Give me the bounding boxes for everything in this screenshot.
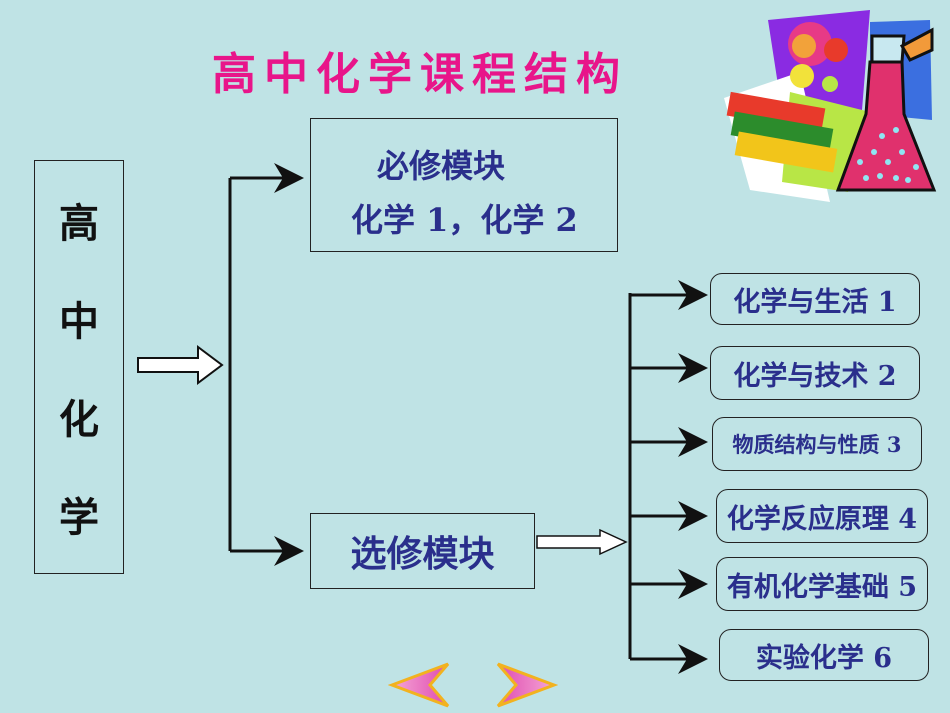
arrow-right-icon[interactable] (486, 662, 558, 708)
module-box-1: 化学与生活 1 (710, 273, 920, 325)
required-title: 必修模块 (377, 147, 506, 185)
module-box-6: 实验化学 6 (719, 629, 929, 681)
arrow-left-icon[interactable] (388, 662, 460, 708)
module-label: 实验化学 6 (755, 642, 893, 674)
module-label: 化学与生活 1 (733, 286, 897, 318)
required-module-box: 必修模块 化学 1，化学 2 (310, 118, 618, 252)
subject-char: 学 (59, 494, 99, 541)
module-label: 物质结构与性质 3 (732, 432, 902, 457)
required-courses: 化学 1，化学 2 (351, 201, 578, 239)
hollow-arrow-main (137, 345, 224, 385)
hollow-arrow-elective (536, 528, 628, 556)
module-label: 化学与技术 2 (733, 360, 897, 392)
module-box-2: 化学与技术 2 (710, 346, 920, 400)
elective-module-box: 选修模块 (310, 513, 535, 589)
subject-char: 化 (59, 396, 99, 443)
subject-char: 高 (59, 200, 99, 247)
subject-box: 高 中 化 学 (34, 160, 124, 574)
module-box-4: 化学反应原理 4 (716, 489, 928, 543)
chemistry-clipart-icon (724, 10, 937, 202)
module-box-5: 有机化学基础 5 (716, 557, 928, 611)
elective-title: 选修模块 (350, 533, 495, 575)
module-label: 化学反应原理 4 (726, 503, 918, 535)
module-label: 有机化学基础 5 (726, 571, 918, 603)
page-title: 高中化学课程结构 (212, 49, 628, 100)
module-box-3: 物质结构与性质 3 (712, 417, 922, 471)
subject-char: 中 (59, 298, 99, 345)
